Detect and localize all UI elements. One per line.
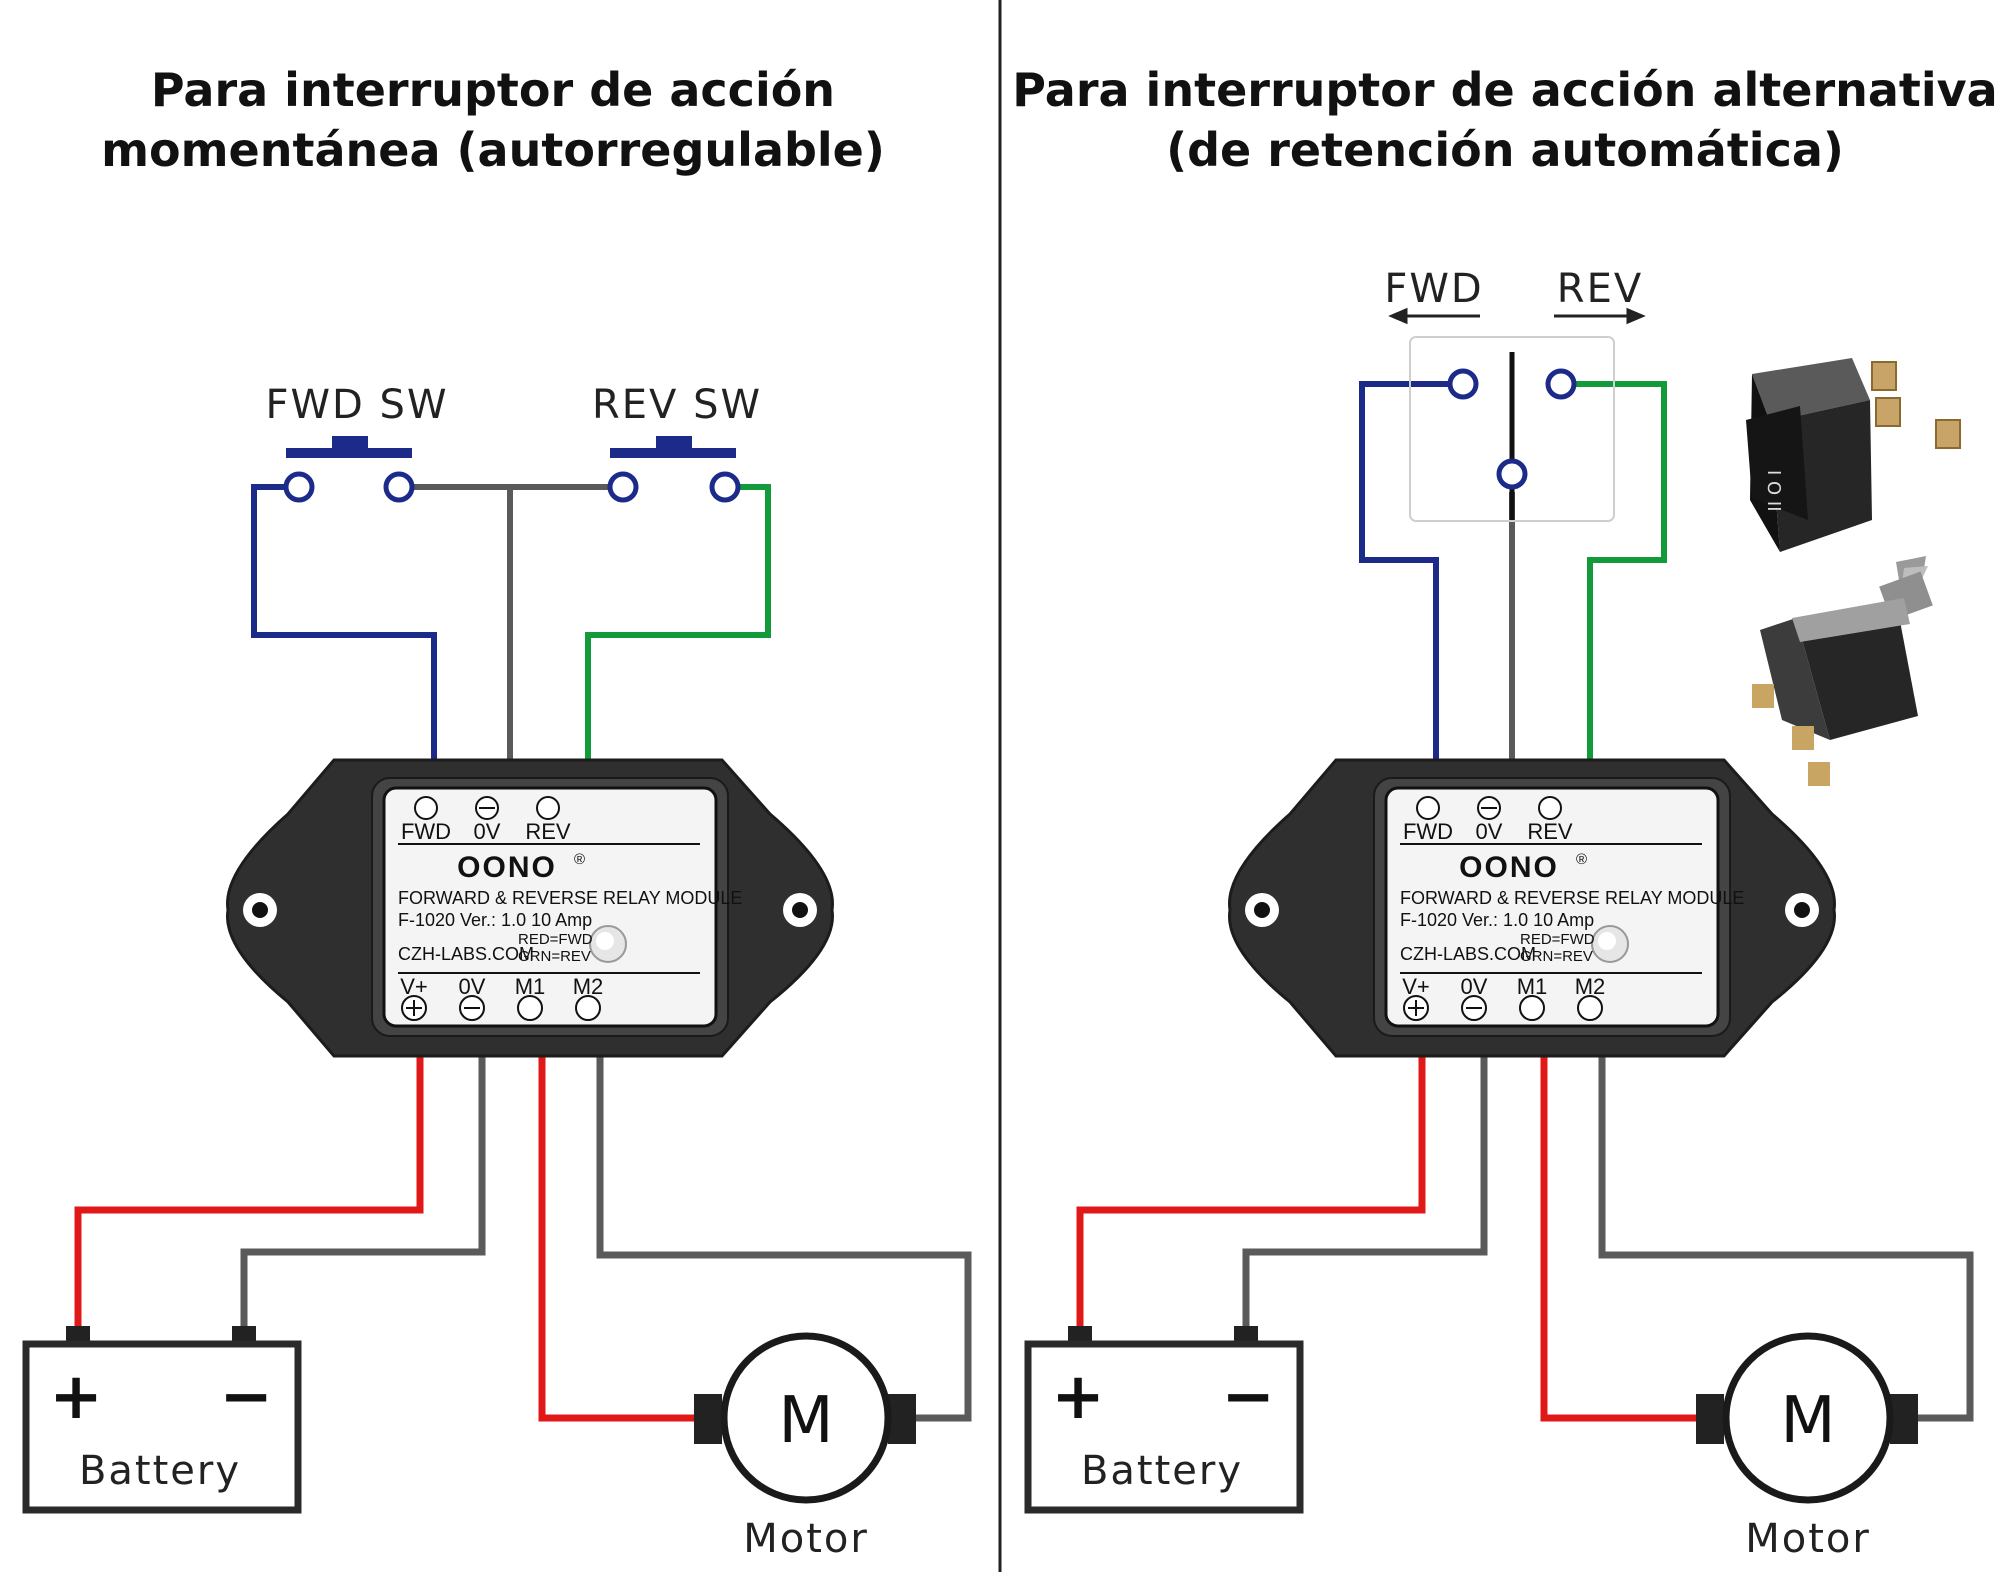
right-title-line2: (de retención automática) bbox=[1166, 123, 1844, 177]
left-switch-wiring bbox=[251, 484, 771, 760]
fwd-sw-label: FWD SW bbox=[265, 382, 448, 428]
module-term-m1: M1 bbox=[515, 974, 546, 999]
fwd-sw-pushbutton bbox=[283, 436, 415, 503]
rocker-switch-photo: I O II bbox=[1746, 358, 1961, 552]
left-title-line2: momentánea (autorregulable) bbox=[101, 123, 885, 177]
rev-sw-label: REV SW bbox=[592, 382, 762, 428]
battery-minus-sign: − bbox=[219, 1360, 273, 1434]
battery-label: Battery bbox=[79, 1448, 241, 1494]
battery-label: Battery bbox=[1081, 1448, 1243, 1494]
right-motor: M Motor bbox=[1696, 1332, 1918, 1562]
module-led-red: RED=FWD bbox=[1520, 931, 1595, 948]
rev-sw-pushbutton bbox=[607, 436, 741, 503]
rocker-marks: I O II bbox=[1763, 470, 1784, 512]
left-power-wiring bbox=[74, 1055, 972, 1422]
left-title-line1: Para interruptor de acción bbox=[151, 63, 835, 117]
left-rev-wire bbox=[585, 484, 771, 760]
module-website: CZH-LABS.COM bbox=[398, 944, 534, 964]
spdt-toggle-switch bbox=[1409, 336, 1615, 522]
toggle-switch-photo bbox=[1752, 556, 1933, 786]
left-motor: M Motor bbox=[694, 1332, 916, 1562]
module-term-0v-top: 0V bbox=[1476, 819, 1503, 844]
module-term-vplus: V+ bbox=[400, 974, 428, 999]
module-term-0v-top: 0V bbox=[474, 819, 501, 844]
left-motor-m2-wire bbox=[596, 1055, 972, 1422]
left-fwd-wire bbox=[251, 484, 437, 760]
right-rev-label: REV bbox=[1557, 266, 1643, 312]
right-panel: Para interruptor de acción alternativa (… bbox=[1012, 63, 1997, 1562]
right-switch-wiring bbox=[1359, 381, 1667, 760]
module-term-fwd: FWD bbox=[1403, 819, 1453, 844]
module-term-m2: M2 bbox=[1575, 974, 1606, 999]
left-relay-module: FWD 0V REV OONO ® FORWARD & REVERSE RELA… bbox=[226, 758, 834, 1058]
right-fwd-wire bbox=[1359, 381, 1464, 760]
module-brand: OONO bbox=[1459, 851, 1559, 884]
left-battery: + − Battery bbox=[22, 1326, 302, 1514]
module-line2: F-1020 Ver.: 1.0 10 Amp bbox=[398, 910, 592, 930]
right-motor-m2-wire bbox=[1598, 1055, 1974, 1422]
module-brand: OONO bbox=[457, 851, 557, 884]
module-term-m2: M2 bbox=[573, 974, 604, 999]
right-fwd-label: FWD bbox=[1384, 266, 1483, 312]
right-power-wiring bbox=[1076, 1055, 1974, 1422]
module-led-red: RED=FWD bbox=[518, 931, 593, 948]
left-panel: Para interruptor de acción momentánea (a… bbox=[22, 63, 972, 1562]
right-battery: + − Battery bbox=[1024, 1326, 1304, 1514]
module-website: CZH-LABS.COM bbox=[1400, 944, 1536, 964]
module-term-vplus: V+ bbox=[1402, 974, 1430, 999]
right-rev-wire bbox=[1562, 381, 1667, 760]
battery-plus-sign: + bbox=[1051, 1360, 1105, 1434]
right-battery-neg-wire bbox=[1242, 1055, 1488, 1328]
battery-plus-sign: + bbox=[49, 1360, 103, 1434]
module-term-fwd: FWD bbox=[401, 819, 451, 844]
module-line1: FORWARD & REVERSE RELAY MODULE bbox=[1400, 888, 1744, 908]
right-title-line1: Para interruptor de acción alternativa bbox=[1012, 63, 1997, 117]
left-battery-neg-wire bbox=[240, 1055, 486, 1328]
module-led-grn: GRN=REV bbox=[518, 948, 591, 965]
direction-arrows bbox=[1388, 307, 1646, 325]
module-line1: FORWARD & REVERSE RELAY MODULE bbox=[398, 888, 742, 908]
module-registered-mark: ® bbox=[574, 851, 585, 868]
left-motor-m1-wire bbox=[538, 1055, 698, 1422]
module-led-grn: GRN=REV bbox=[1520, 948, 1593, 965]
module-term-m1: M1 bbox=[1517, 974, 1548, 999]
motor-symbol: M bbox=[778, 1384, 833, 1458]
module-registered-mark: ® bbox=[1576, 851, 1587, 868]
motor-label: Motor bbox=[743, 1516, 869, 1562]
left-battery-pos-wire bbox=[74, 1055, 424, 1328]
module-term-0v-bottom: 0V bbox=[1461, 974, 1488, 999]
right-motor-m1-wire bbox=[1540, 1055, 1700, 1422]
battery-minus-sign: − bbox=[1221, 1360, 1275, 1434]
motor-label: Motor bbox=[1745, 1516, 1871, 1562]
motor-symbol: M bbox=[1780, 1384, 1835, 1458]
right-relay-module: FWD 0V REV OONO ® FORWARD & REVERSE RELA… bbox=[1228, 758, 1836, 1058]
module-term-rev: REV bbox=[525, 819, 571, 844]
right-battery-pos-wire bbox=[1076, 1055, 1426, 1328]
module-line2: F-1020 Ver.: 1.0 10 Amp bbox=[1400, 910, 1594, 930]
module-term-0v-bottom: 0V bbox=[459, 974, 486, 999]
module-term-rev: REV bbox=[1527, 819, 1573, 844]
